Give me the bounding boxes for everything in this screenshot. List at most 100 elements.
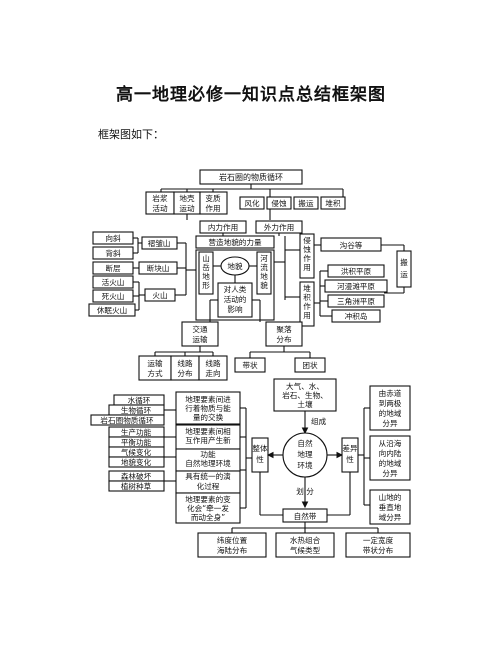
volcano-label: 火山 bbox=[152, 290, 167, 300]
svg-text:化会“牵一发: 化会“牵一发 bbox=[187, 503, 229, 513]
floodplain-label: 河漫滩平原 bbox=[337, 281, 375, 291]
valley-label: 沟谷等 bbox=[340, 240, 363, 250]
fold-mountain-label: 褶皱山 bbox=[148, 238, 171, 248]
deposit-action-label: 堆积作用 bbox=[303, 283, 311, 320]
svg-text:到两极: 到两极 bbox=[379, 398, 402, 408]
human-impact-label: 对人类 bbox=[224, 284, 247, 294]
deforestation-label: 森林破坏 bbox=[121, 471, 152, 481]
internal-force-label: 内力作用 bbox=[208, 222, 238, 232]
svg-text:土壤: 土壤 bbox=[297, 399, 313, 409]
svg-text:垂直地: 垂直地 bbox=[379, 502, 402, 512]
svg-text:向内陆: 向内陆 bbox=[379, 448, 402, 458]
transport-label: 搬运 bbox=[298, 198, 314, 208]
chain-reaction-label: 地理要素的变 bbox=[185, 494, 231, 504]
weathering-label: 风化 bbox=[244, 198, 260, 208]
magma-label: 岩浆 bbox=[152, 193, 168, 203]
difference-label: 差异 bbox=[342, 443, 358, 453]
svg-text:作用: 作用 bbox=[205, 203, 220, 213]
deposit-label: 堆积 bbox=[325, 198, 341, 208]
syncline-label: 向斜 bbox=[105, 233, 121, 243]
svg-text:的地域: 的地域 bbox=[379, 458, 402, 468]
elements-label: 大气、水、 bbox=[286, 381, 324, 391]
shaping-force-label: 营造地貌的力量 bbox=[208, 237, 262, 247]
svg-text:互作用产生新: 互作用产生新 bbox=[185, 435, 231, 445]
alluvial-island-label: 冲积岛 bbox=[345, 311, 368, 321]
climate-change-label: 气候变化 bbox=[121, 447, 152, 457]
external-force-label: 外力作用 bbox=[264, 222, 294, 232]
svg-text:带状分布: 带状分布 bbox=[363, 545, 394, 555]
svg-text:环境: 环境 bbox=[297, 460, 313, 470]
river-landform-label: 河流地貌 bbox=[260, 254, 268, 290]
alluvial-plain-label: 洪积平原 bbox=[341, 266, 372, 276]
page-title: 高一地理必修一知识点总结框架图 bbox=[116, 85, 386, 105]
rock-cycle-label: 岩石圈的物质循环 bbox=[219, 172, 283, 182]
diagram-1: 岩石圈的物质循环 岩浆 活动 地壳 运动 变质 作用 风化 侵蚀 搬运 堆积 内… bbox=[88, 169, 412, 381]
mountain-landform-label: 山岳地形 bbox=[202, 253, 210, 290]
crust-movement-label: 地壳 bbox=[179, 193, 195, 203]
vertical-differentiation-label: 山地的 bbox=[379, 492, 402, 502]
left-factor-list: 水循环 生物循环 岩石圈物质循环 生产功能 平衡功能 气候变化 地貌变化 森林破… bbox=[90, 394, 165, 492]
svg-text:性: 性 bbox=[346, 454, 354, 464]
wholeness-label: 整体 bbox=[252, 443, 268, 453]
lon-differentiation-label: 从沿海 bbox=[379, 438, 402, 448]
delta-plain-label: 三角洲平原 bbox=[337, 296, 375, 306]
balance-function-label: 平衡功能 bbox=[121, 437, 152, 447]
metamorphism-label: 变质 bbox=[205, 193, 221, 203]
carry-label: 搬运 bbox=[400, 257, 408, 279]
landform-change-label: 地貌变化 bbox=[121, 457, 152, 467]
lat-differentiation-label: 由赤道 bbox=[379, 388, 402, 398]
svg-text:而动全身”: 而动全身” bbox=[191, 512, 225, 522]
diagram-2: 水循环 生物循环 岩石圈物质循环 生产功能 平衡功能 气候变化 地貌变化 森林破… bbox=[90, 378, 411, 558]
compose-label: 组成 bbox=[311, 416, 327, 426]
route-distribution-label: 线路 bbox=[177, 358, 193, 368]
svg-text:分布: 分布 bbox=[177, 368, 193, 378]
svg-text:行着物质与能: 行着物质与能 bbox=[185, 403, 231, 413]
bio-cycle-label: 生物循环 bbox=[121, 405, 152, 415]
erosion-action-label: 侵蚀作用 bbox=[303, 235, 311, 272]
material-exchange-label: 地理要素间进 bbox=[185, 394, 231, 404]
svg-text:性: 性 bbox=[256, 454, 264, 464]
erosion-label: 侵蚀 bbox=[271, 198, 287, 208]
svg-text:走向: 走向 bbox=[205, 368, 220, 378]
svg-text:方式: 方式 bbox=[147, 368, 163, 378]
traffic-label: 交通 bbox=[192, 324, 208, 334]
svg-text:活动: 活动 bbox=[152, 203, 168, 213]
svg-text:具有统一的演: 具有统一的演 bbox=[185, 471, 231, 481]
svg-text:影响: 影响 bbox=[227, 304, 243, 314]
fault-label: 断层 bbox=[105, 263, 121, 273]
new-function-label: 地理要素间相 bbox=[185, 426, 231, 436]
settlement-label: 聚落 bbox=[276, 324, 292, 334]
landform-label: 地貌 bbox=[227, 261, 243, 271]
water-cycle-label: 水循环 bbox=[128, 395, 151, 405]
belt-shape-label: 带状 bbox=[242, 360, 258, 370]
rock-cycle-item-label: 岩石圈物质循环 bbox=[100, 415, 154, 425]
svg-text:岩石、生物、: 岩石、生物、 bbox=[282, 390, 328, 400]
divide-label: 划 分 bbox=[296, 486, 314, 496]
active-volcano-label: 活火山 bbox=[102, 277, 125, 287]
natural-env-label: 自然 bbox=[297, 438, 313, 448]
svg-text:域分异: 域分异 bbox=[379, 512, 402, 522]
latitude-label: 纬度位置 bbox=[217, 535, 248, 545]
cluster-shape-label: 团状 bbox=[302, 360, 318, 370]
svg-text:量的交换: 量的交换 bbox=[193, 412, 224, 422]
svg-text:运输: 运输 bbox=[192, 334, 208, 344]
svg-text:分异: 分异 bbox=[382, 419, 398, 428]
hydrothermal-label: 水热组合 bbox=[290, 535, 321, 545]
svg-text:气候类型: 气候类型 bbox=[290, 545, 321, 555]
natural-zone-label: 自然带 bbox=[294, 511, 317, 521]
route-direction-label: 线路 bbox=[205, 358, 221, 368]
svg-text:地理: 地理 bbox=[297, 449, 313, 459]
transport-mode-label: 运输 bbox=[147, 358, 163, 368]
svg-text:活动的: 活动的 bbox=[224, 294, 247, 304]
unified-evolution-label: 自然地理环境 bbox=[185, 458, 231, 468]
svg-text:分布: 分布 bbox=[276, 334, 292, 344]
extinct-volcano-label: 死火山 bbox=[102, 291, 125, 301]
dormant-volcano-label: 休眠火山 bbox=[97, 305, 127, 315]
svg-text:化过程: 化过程 bbox=[197, 481, 220, 491]
svg-text:海陆分布: 海陆分布 bbox=[217, 545, 248, 555]
production-function-label: 生产功能 bbox=[121, 427, 152, 437]
anticline-label: 背斜 bbox=[105, 248, 121, 258]
svg-text:的地域: 的地域 bbox=[379, 408, 402, 418]
belt-width-label: 一定宽度 bbox=[363, 535, 394, 545]
